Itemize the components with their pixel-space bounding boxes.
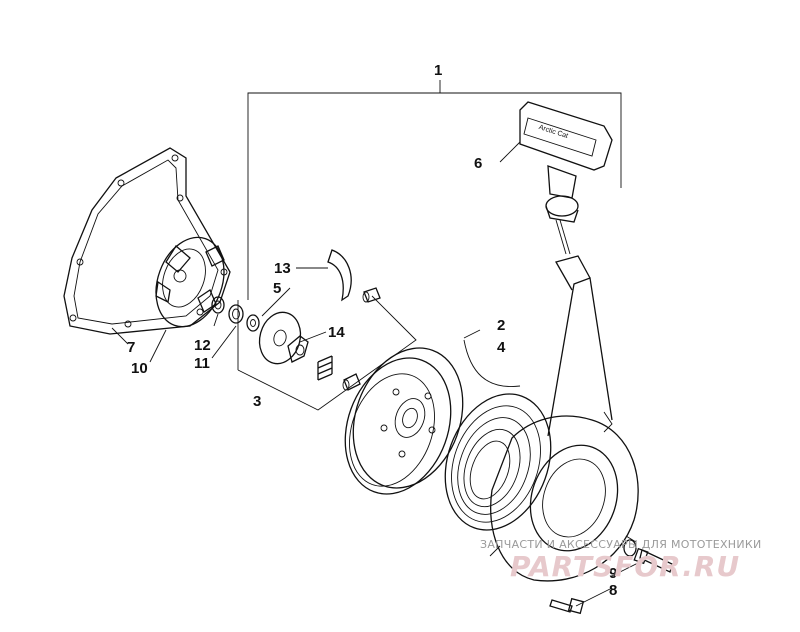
pawl — [327, 249, 352, 302]
spring — [317, 355, 333, 381]
watermark-logo: PARTSFOR.RU — [510, 550, 741, 583]
assembly-bracket — [247, 80, 622, 300]
callout-10: 10 — [131, 360, 148, 377]
callout-14: 14 — [328, 324, 345, 341]
callout-7: 7 — [127, 339, 136, 356]
callout-1: 1 — [434, 62, 443, 79]
callout-13: 13 — [274, 260, 291, 277]
rope-pulley — [344, 347, 464, 495]
starter-cup — [155, 236, 225, 328]
sub-bracket — [237, 295, 417, 411]
washer-11 — [211, 296, 225, 314]
t-handle: Arctic Cat — [519, 101, 613, 223]
callout-11: 11 — [194, 355, 210, 372]
washer-5 — [246, 314, 260, 332]
gasket — [63, 147, 231, 335]
recoil-housing — [489, 255, 639, 582]
callout-2: 2 — [497, 317, 506, 334]
ratchet-plate — [258, 311, 309, 365]
rewind-spring — [444, 393, 552, 531]
flange-bolt-9 — [623, 539, 673, 573]
callout-6: 6 — [474, 155, 483, 172]
leader-lines — [111, 141, 645, 607]
starter-rope — [463, 219, 571, 387]
pin-upper — [362, 287, 381, 303]
callout-4: 4 — [497, 339, 506, 356]
callout-8: 8 — [609, 582, 618, 599]
bolt-8 — [549, 597, 585, 615]
callout-3: 3 — [253, 393, 262, 410]
watermark-caption: ЗАПЧАСТИ И АКСЕССУАРЫ ДЛЯ МОТОТЕХНИКИ — [480, 538, 762, 551]
callout-12: 12 — [194, 337, 211, 354]
callout-5: 5 — [273, 280, 282, 297]
bearing-12 — [228, 304, 244, 324]
callout-9: 9 — [609, 565, 618, 582]
